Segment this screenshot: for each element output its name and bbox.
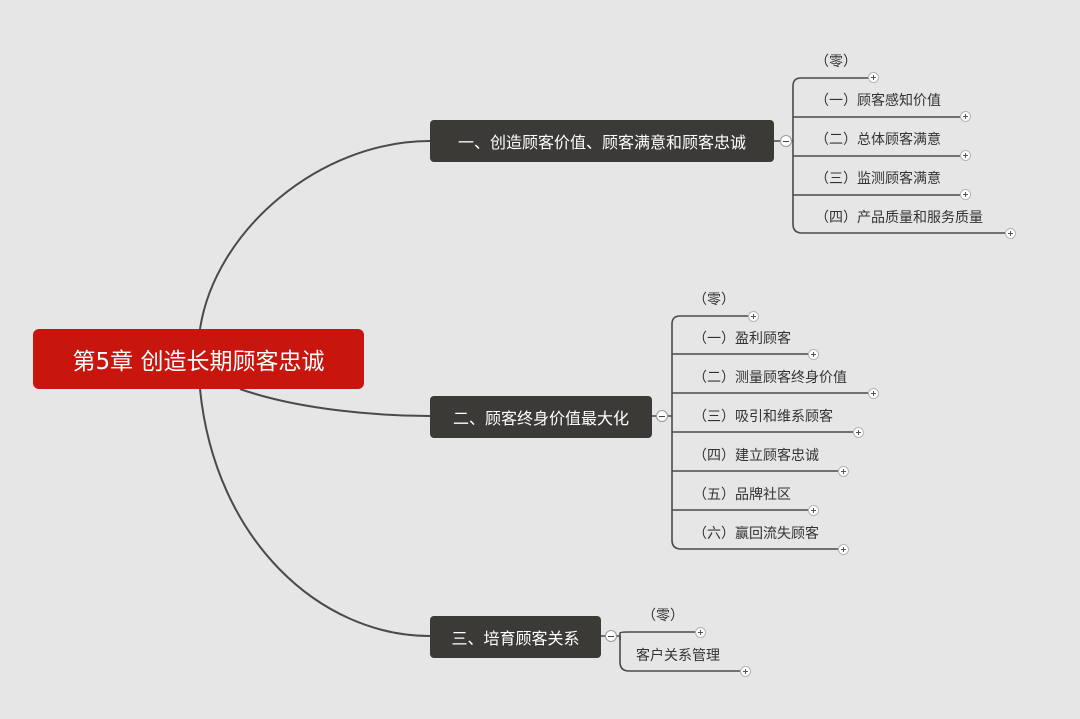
expand-icon[interactable] [748, 311, 759, 322]
expand-icon[interactable] [838, 544, 849, 555]
expand-icon[interactable] [808, 349, 819, 360]
expand-icon[interactable] [808, 505, 819, 516]
branch-topic-label: 二、顾客终身价值最大化 [452, 409, 629, 428]
connector-root-branch-3 [199, 388, 431, 637]
subtopic-2-0[interactable]: （零） [693, 292, 735, 308]
connector-root-branch-1 [199, 140, 431, 330]
root-topic[interactable]: 第5章 创造长期顾客忠诚 [33, 329, 364, 389]
branch-topic-3[interactable]: 三、培育顾客关系 [430, 616, 601, 658]
subtopic-1-0[interactable]: （零） [815, 54, 857, 70]
expand-icon[interactable] [838, 466, 849, 477]
subtopic-2-6[interactable]: （六）赢回流失顾客 [693, 526, 819, 542]
subtopic-3-0[interactable]: （零） [642, 608, 684, 624]
expand-icon[interactable] [868, 72, 879, 83]
subtopic-3-1[interactable]: 客户关系管理 [636, 648, 720, 664]
branch-topic-label: 一、创造顾客价值、顾客满意和顾客忠诚 [457, 133, 746, 152]
subtopic-2-5[interactable]: （五）品牌社区 [693, 487, 791, 503]
collapse-icon[interactable] [656, 410, 668, 422]
expand-icon[interactable] [1005, 228, 1016, 239]
expand-icon[interactable] [960, 111, 971, 122]
expand-icon[interactable] [740, 666, 751, 677]
expand-icon[interactable] [695, 627, 706, 638]
connector-root-branch-2 [239, 388, 431, 417]
subtopic-2-1[interactable]: （一）盈利顾客 [693, 331, 791, 347]
subtopic-1-1[interactable]: （一）顾客感知价值 [815, 93, 941, 109]
collapse-icon[interactable] [605, 630, 617, 642]
subtopic-1-4[interactable]: （四）产品质量和服务质量 [815, 210, 983, 226]
subtopic-1-3[interactable]: （三）监测顾客满意 [815, 171, 941, 187]
collapse-icon[interactable] [780, 135, 792, 147]
branch-topic-1[interactable]: 一、创造顾客价值、顾客满意和顾客忠诚 [430, 120, 774, 162]
root-topic-label: 第5章 创造长期顾客忠诚 [72, 349, 325, 375]
branch-topic-label: 三、培育顾客关系 [451, 629, 580, 648]
subtopic-2-4[interactable]: （四）建立顾客忠诚 [693, 448, 819, 464]
branch-topic-2[interactable]: 二、顾客终身价值最大化 [430, 396, 652, 438]
expand-icon[interactable] [868, 388, 879, 399]
subtopic-2-2[interactable]: （二）测量顾客终身价值 [693, 370, 847, 386]
expand-icon[interactable] [853, 427, 864, 438]
subtopic-2-3[interactable]: （三）吸引和维系顾客 [693, 409, 833, 425]
expand-icon[interactable] [960, 150, 971, 161]
subtopic-1-2[interactable]: （二）总体顾客满意 [815, 132, 941, 148]
expand-icon[interactable] [960, 189, 971, 200]
